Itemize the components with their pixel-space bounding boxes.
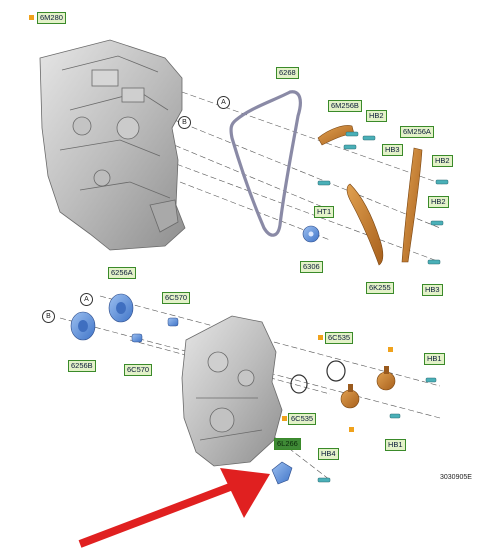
label-hb2-top: HB2 [366,110,387,122]
marker-solenoid-bottom [349,427,354,432]
label-bolt-a: 6C570 [162,292,191,304]
bolts-top [317,131,449,265]
label-guide-b: 6M256B [328,100,362,112]
timing-cover-illustration [181,315,283,467]
label-hb3-top: HB3 [382,144,403,156]
label-plug: 6L266 [274,438,301,450]
bolt-b-part [131,333,143,343]
label-bolt-b: 6C570 [124,364,153,376]
solenoid-bottom-part [340,384,360,409]
label-seal-b: 6256B [68,360,96,372]
label-hb1-bottom: HB1 [385,439,406,451]
label-hb2-right1: HB2 [432,155,453,167]
guide-a-part [401,147,423,263]
label-chain: 6268 [276,67,299,79]
bolt-a-part [167,317,179,327]
label-tensioner: 6K255 [366,282,394,294]
seal-a-part [108,293,134,323]
label-oring-top: 6C535 [325,332,354,344]
callout-a-top: A [217,96,230,109]
marker-oring-top [318,335,323,340]
plug-part [271,461,293,485]
bolts-bottom [317,377,437,483]
o-ring-top-part [326,360,346,382]
tensioner-arm-part [346,183,384,266]
label-hb1-top: HB1 [424,353,445,365]
label-oring-bottom: 6C535 [288,413,317,425]
legend-marker [29,15,34,20]
red-arrow [78,468,270,548]
callout-b-bottom: B [42,310,55,323]
label-guide-a: 6M256A [400,126,434,138]
marker-oring-bottom [282,416,287,421]
label-hb2-right2: HB2 [428,196,449,208]
marker-solenoid-top [388,347,393,352]
label-hb3-bottom: HB3 [422,284,443,296]
label-hb4: HB4 [318,448,339,460]
engine-block-illustration [39,39,186,251]
label-engine: 6M280 [37,12,66,24]
callout-b-top: B [178,116,191,129]
label-seal-a: 6256A [108,267,136,279]
label-ht1: HT1 [314,206,335,218]
reference-number: 3030905E [440,474,472,481]
o-ring-bottom-part [290,374,308,394]
solenoid-top-part [376,366,396,391]
seal-b-part [70,311,96,341]
timing-chain [229,90,302,237]
callout-a-bottom: A [80,293,93,306]
label-sprocket: 6306 [300,261,323,273]
